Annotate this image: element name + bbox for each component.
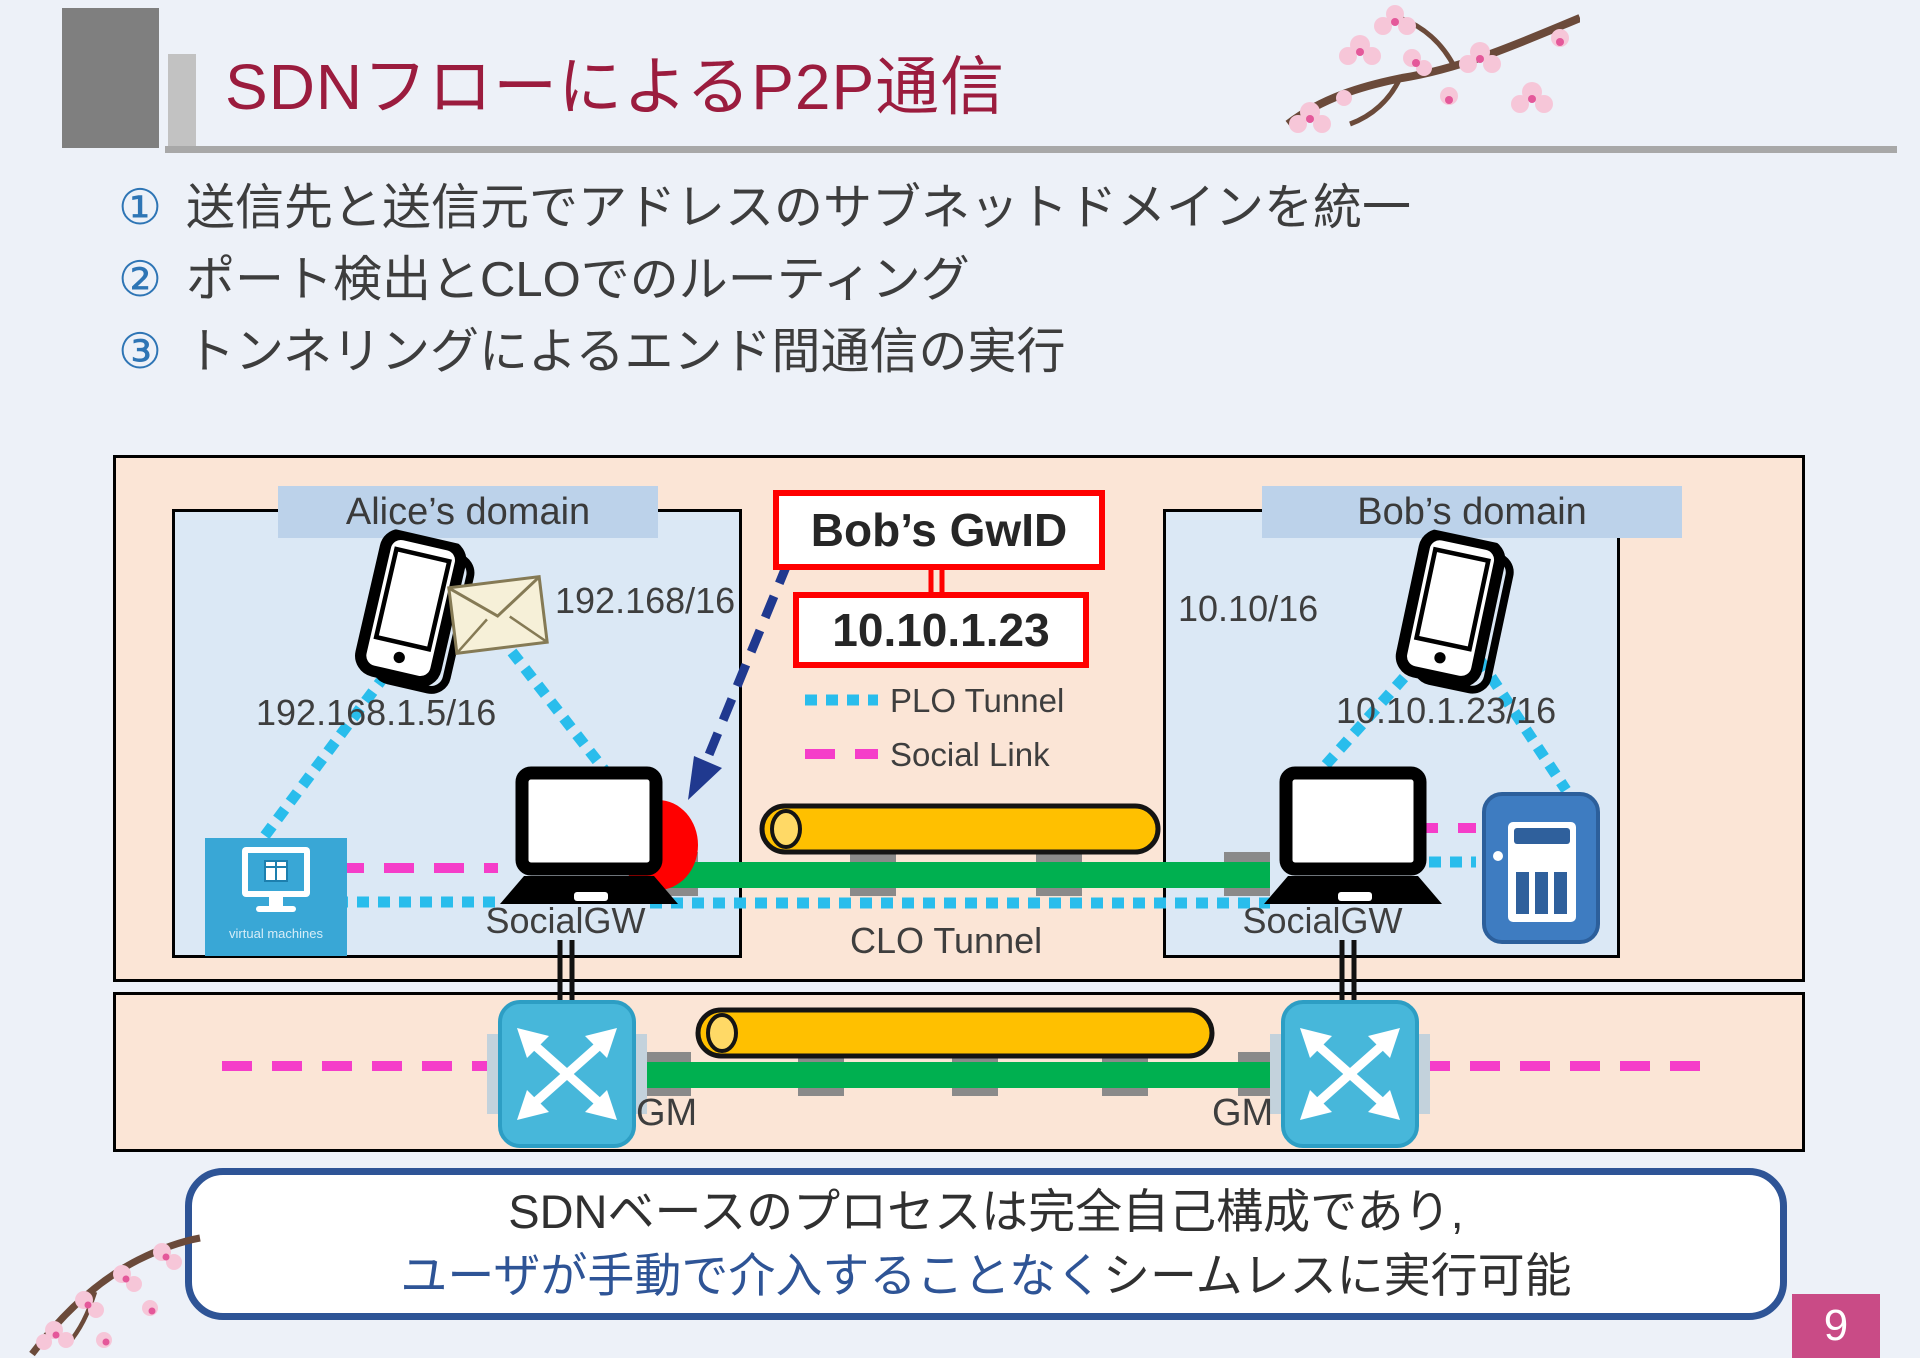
diagram-physical-layer-band [113, 992, 1805, 1152]
bullet-item-3: ③ トンネリングによるエンド間通信の実行 [118, 312, 1066, 383]
header-accent-strip [168, 54, 196, 148]
header-accent-block [62, 8, 159, 148]
gwid-callout-value-box: 10.10.1.23 [793, 592, 1089, 668]
bullet-item-2: ② ポート検出とCLOでのルーティング [118, 240, 970, 311]
virtual-machines-icon: virtual machines [205, 838, 347, 956]
page-title: SDNフローによるP2P通信 [225, 51, 1006, 123]
cherry-blossom-top-decoration [1285, 5, 1580, 133]
summary-line-2-highlight: ユーザが手動で介入することなく [400, 1249, 1104, 1302]
bob-domain-title: Bob’s domain [1262, 486, 1682, 538]
nas-server-icon [1482, 792, 1600, 944]
bullet-number-3: ③ [118, 325, 162, 379]
page-number-badge: 9 [1792, 1294, 1880, 1358]
bob-gateway-label: SocialGW [1242, 900, 1403, 941]
cherry-blossom-bottom-decoration [29, 1234, 201, 1357]
legend-plo-label: PLO Tunnel [890, 682, 1065, 719]
gm-label-left: GM [636, 1092, 698, 1134]
legend-social-label: Social Link [890, 736, 1050, 773]
bullet-text-3: トンネリングによるエンド間通信の実行 [185, 325, 1066, 379]
bob-device-ip-label: 10.10.1.23/16 [1336, 690, 1557, 731]
summary-line-2-rest: シームレスに実行可能 [1103, 1249, 1572, 1302]
gwid-callout-value: 10.10.1.23 [832, 604, 1050, 656]
gm-switch-icon-left [487, 1000, 647, 1148]
summary-line-1: SDNベースのプロセスは完全自己構成であり, [508, 1185, 1464, 1238]
alice-device-ip-label: 192.168.1.5/16 [256, 692, 497, 733]
alice-domain-title: Alice’s domain [278, 486, 658, 538]
bullet-item-1: ① 送信先と送信元でアドレスのサブネットドメインを統一 [118, 168, 1411, 239]
bullet-text-1: 送信先と送信元でアドレスのサブネットドメインを統一 [185, 181, 1411, 235]
alice-gateway-label: SocialGW [485, 900, 646, 941]
summary-line-2: ユーザが手動で介入することなくシームレスに実行可能 [400, 1244, 1571, 1308]
gwid-callout-label: Bob’s GwID [810, 504, 1068, 556]
bullet-number-1: ① [118, 181, 162, 235]
virtual-machines-caption: virtual machines [229, 926, 323, 941]
bob-subnet-label: 10.10/16 [1178, 588, 1319, 629]
summary-callout-box: SDNベースのプロセスは完全自己構成であり, ユーザが手動で介入することなくシー… [185, 1168, 1787, 1320]
gwid-callout-label-box: Bob’s GwID [773, 490, 1105, 570]
header-rule [165, 146, 1897, 153]
laptop-icon-bob-gw [1264, 766, 1442, 904]
gm-switch-icon-right [1270, 1000, 1430, 1148]
alice-subnet-label: 192.168/16 [555, 580, 736, 621]
clo-tunnel-label: CLO Tunnel [850, 920, 1043, 961]
envelope-icon [447, 575, 549, 655]
bullet-number-2: ② [118, 253, 162, 307]
laptop-icon-alice-gw [500, 766, 678, 904]
gm-label-right: GM [1212, 1092, 1274, 1134]
bullet-text-2: ポート検出とCLOでのルーティング [185, 253, 970, 307]
